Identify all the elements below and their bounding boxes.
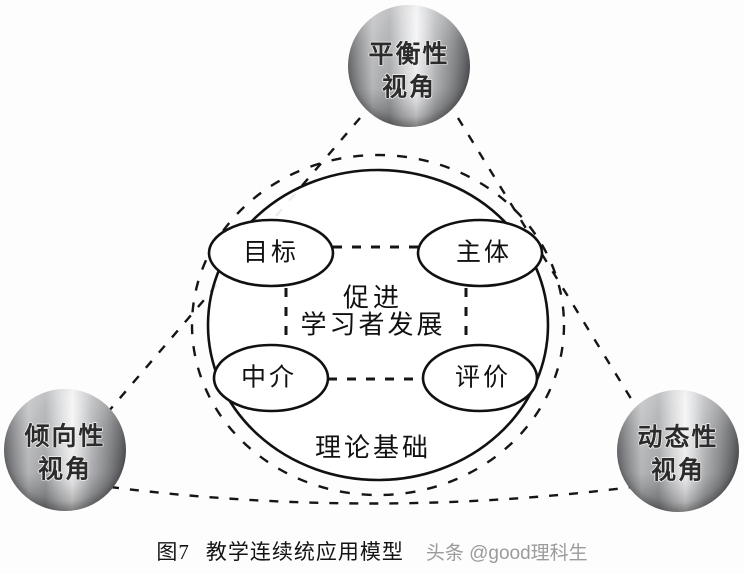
sphere-dynamic-label-line1: 动态性	[637, 424, 718, 452]
core-center-text-line1: 促进	[343, 284, 403, 313]
node-goal[interactable]: 目标	[207, 218, 335, 288]
sphere-balance[interactable]: 平衡性 视角	[348, 5, 470, 127]
triangle-edge-tendency-dynamic	[109, 485, 633, 505]
sphere-balance-gloss	[348, 5, 470, 127]
node-evaluation-label: 评价	[455, 365, 511, 392]
sphere-balance-label-line1: 平衡性	[368, 40, 449, 69]
triangle-edge-balance-dynamic	[456, 117, 640, 411]
sphere-tendency-gloss	[4, 389, 126, 511]
sphere-dynamic[interactable]: 动态性 视角	[617, 390, 739, 512]
node-mediation[interactable]: 中介	[212, 343, 330, 413]
core-foundation-text: 理论基础	[315, 434, 431, 463]
sphere-tendency-label-line1: 倾向性	[23, 422, 105, 451]
sphere-tendency-label-line2: 视角	[38, 456, 92, 484]
perspective-triangle	[107, 117, 640, 505]
node-goal-shape	[207, 218, 335, 288]
node-goal-label: 目标	[243, 239, 299, 267]
node-evaluation[interactable]: 评价	[421, 343, 539, 413]
core-nodes: 目标 主体 中介 评价	[207, 218, 544, 413]
node-mediation-shape	[212, 343, 330, 413]
core-center-text-line2: 学习者发展	[300, 311, 445, 340]
node-subject-label: 主体	[456, 239, 512, 267]
sphere-dynamic-gloss	[617, 390, 739, 512]
node-subject[interactable]: 主体	[416, 218, 544, 288]
triangle-edge-balance-tendency	[107, 117, 361, 413]
node-subject-shape	[416, 218, 544, 288]
node-evaluation-shape	[421, 343, 539, 413]
sphere-tendency[interactable]: 倾向性 视角	[4, 389, 126, 511]
sphere-dynamic-label-line2: 视角	[651, 457, 705, 485]
sphere-balance-label-line2: 视角	[382, 74, 436, 102]
node-mediation-label: 中介	[241, 364, 297, 392]
core-node-links	[284, 245, 468, 381]
dashed-boundary-ellipse	[190, 153, 566, 497]
